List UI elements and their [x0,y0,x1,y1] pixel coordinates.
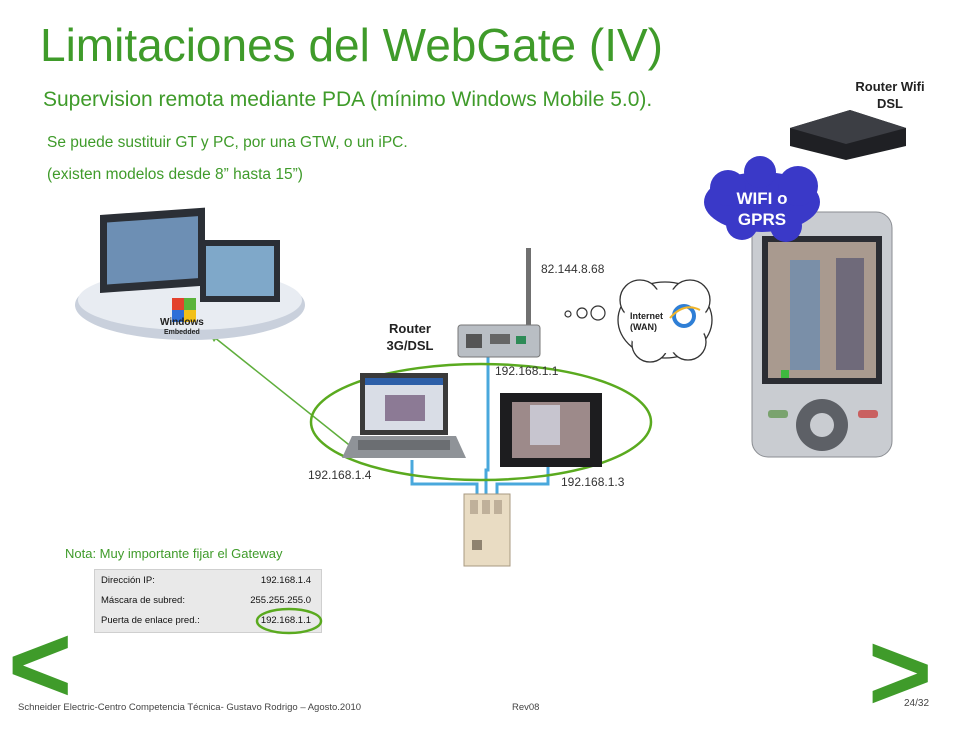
wifi-gprs-label-line2: GPRS [737,210,787,229]
internet-label: Internet (WAN) [630,311,663,333]
network-key: Puerta de enlace pred.: [101,615,200,626]
network-row-ip: Dirección IP: 192.168.1.4 [101,572,311,590]
body-line-2: (existen modelos desde 8” hasta 15”) [47,166,303,183]
network-value: 192.168.1.4 [260,575,311,586]
router-wifi-image [790,110,906,160]
previous-slide-button[interactable]: < [8,603,73,726]
page-title: Limitaciones del WebGate (IV) [40,19,663,71]
gateway-note: Nota: Muy importante fijar el Gateway [65,546,283,561]
network-settings-snippet: Dirección IP: 192.168.1.4 Máscara de sub… [94,569,322,633]
hmi-panel-image [500,393,602,467]
internet-label-line1: Internet [630,311,664,321]
network-value: 255.255.255.0 [250,595,311,606]
next-slide-button[interactable]: > [868,611,933,734]
footer-credits: Schneider Electric-Centro Competencia Té… [18,702,362,713]
hmi-ip-label: 192.168.1.3 [561,475,625,489]
laptop-ip-label: 192.168.1.4 [308,468,372,482]
network-key: Dirección IP: [101,575,155,586]
gateway-device-image [463,493,511,567]
lan-highlight-ellipse [309,362,653,482]
wifi-gprs-label: WIFI o GPRS [716,188,808,230]
body-line-1: Se puede sustituir GT y PC, por una GTW,… [47,134,408,151]
router-wifi-label: Router Wifi DSL [840,78,940,112]
connection-bubbles [564,305,606,321]
router-3g-label-line1: Router [389,321,431,336]
wifi-gprs-cloud [704,156,820,242]
network-row-gateway: Puerta de enlace pred.: 192.168.1.1 [101,612,311,630]
gateway-highlight-ellipse [255,607,323,635]
network-row-mask: Máscara de subred: 255.255.255.0 [101,592,311,610]
windows-logo-subtext: Embedded [164,329,200,336]
wan-ip-label: 82.144.8.68 [541,262,605,276]
wifi-gprs-label-line1: WIFI o [736,189,788,208]
internet-label-line2: (WAN) [630,322,657,332]
network-key: Máscara de subred: [101,595,185,606]
footer-revision: Rev08 [512,702,540,713]
laptop-image [342,373,466,458]
router-wifi-label-line2: DSL [877,96,903,111]
router-3g-label-line2: 3G/DSL [386,338,434,353]
windows-logo-text: Windows [160,317,204,328]
pda-image [751,211,893,458]
windows-embedded-logo: Windows Embedded [160,318,204,338]
network-value: 192.168.1.1 [260,615,311,626]
hmi-panels-image [75,207,305,340]
router-wifi-label-line1: Router Wifi [855,79,925,94]
page-subtitle: Supervision remota mediante PDA (mínimo … [43,88,653,111]
router-3g-label: Router 3G/DSL [370,320,450,354]
internet-explorer-icon [669,304,701,328]
router-3g-image [457,248,541,358]
page-number: 24/32 [904,698,930,709]
router-ip-label: 192.168.1.1 [495,364,559,378]
